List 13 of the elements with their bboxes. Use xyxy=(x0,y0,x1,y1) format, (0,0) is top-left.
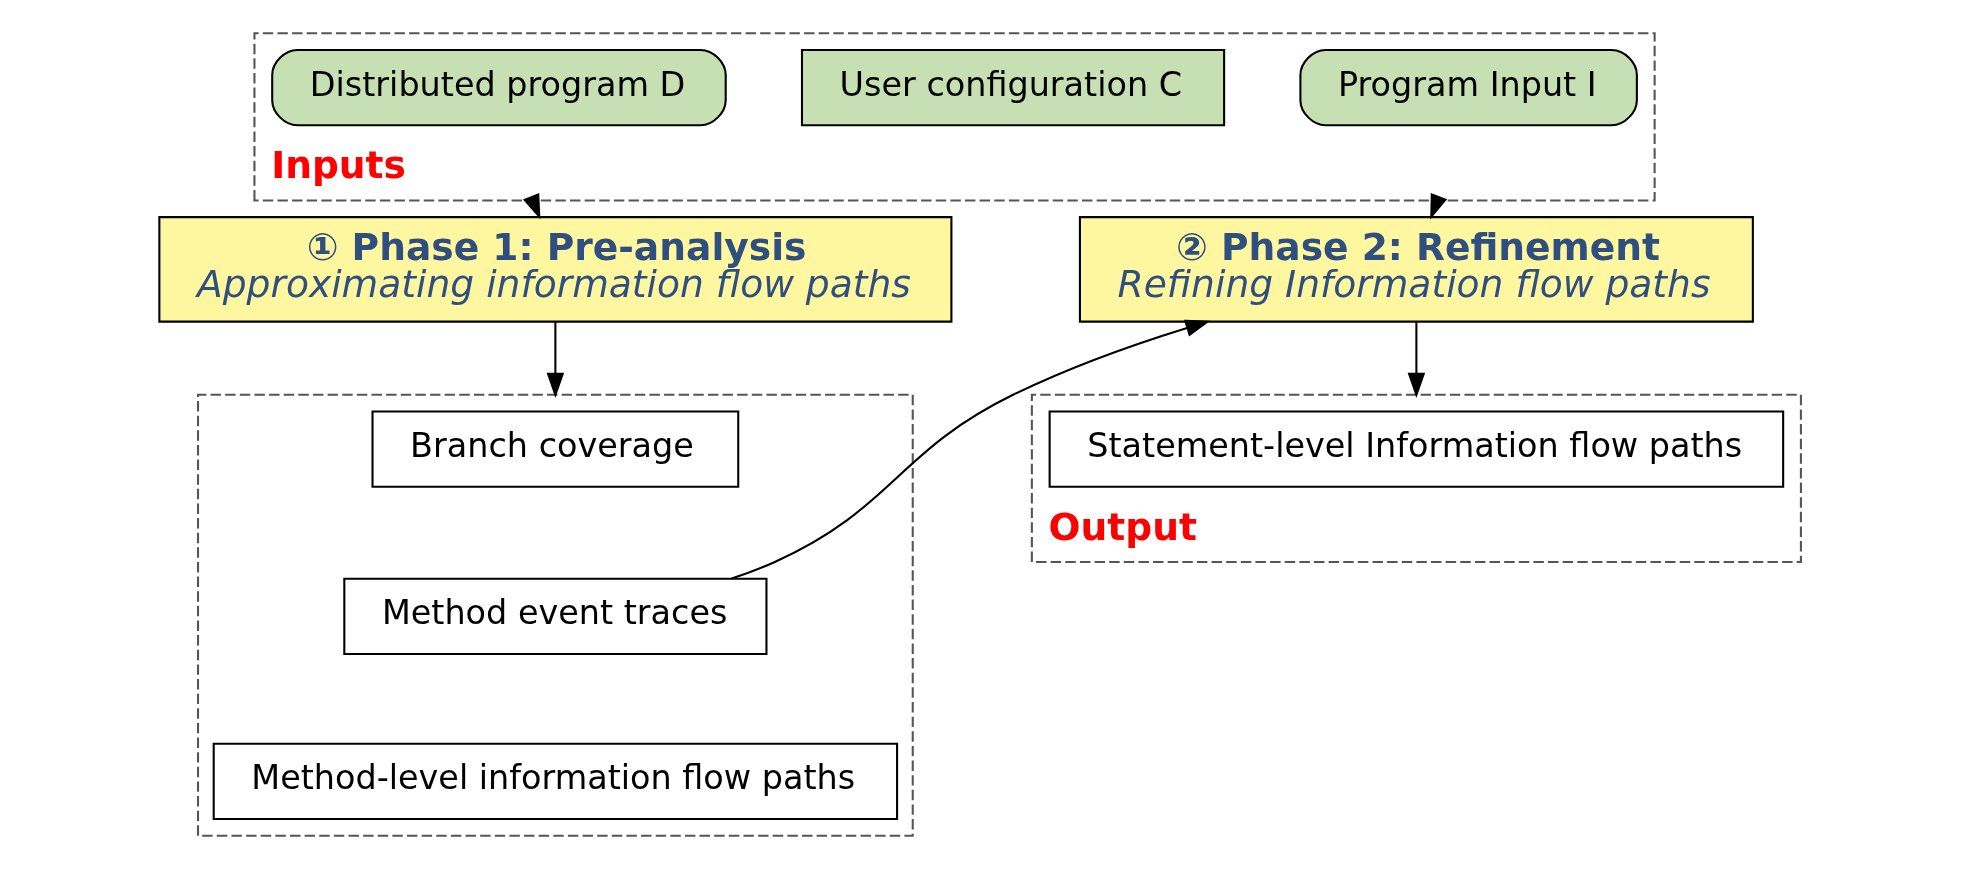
node-box: Branch coverage xyxy=(371,410,740,488)
node-box: ② Phase 2: Refinement Refining Information flow paths xyxy=(1078,216,1754,323)
node-box: Distributed program D xyxy=(271,48,727,127)
node-box: ① Phase 1: Pre-analysis Approximating information flow paths xyxy=(158,216,953,323)
cluster xyxy=(196,393,914,837)
node-box: Method-level information flow paths xyxy=(212,742,899,821)
arrow xyxy=(731,319,1211,580)
node-box: Statement-level Information flow paths xyxy=(1048,410,1785,488)
node-box: Program Input I xyxy=(1299,48,1638,127)
node-box: Method event traces xyxy=(343,577,768,655)
node-box: User configuration C xyxy=(800,48,1226,127)
arrow xyxy=(1407,322,1426,398)
arrow xyxy=(546,322,565,398)
